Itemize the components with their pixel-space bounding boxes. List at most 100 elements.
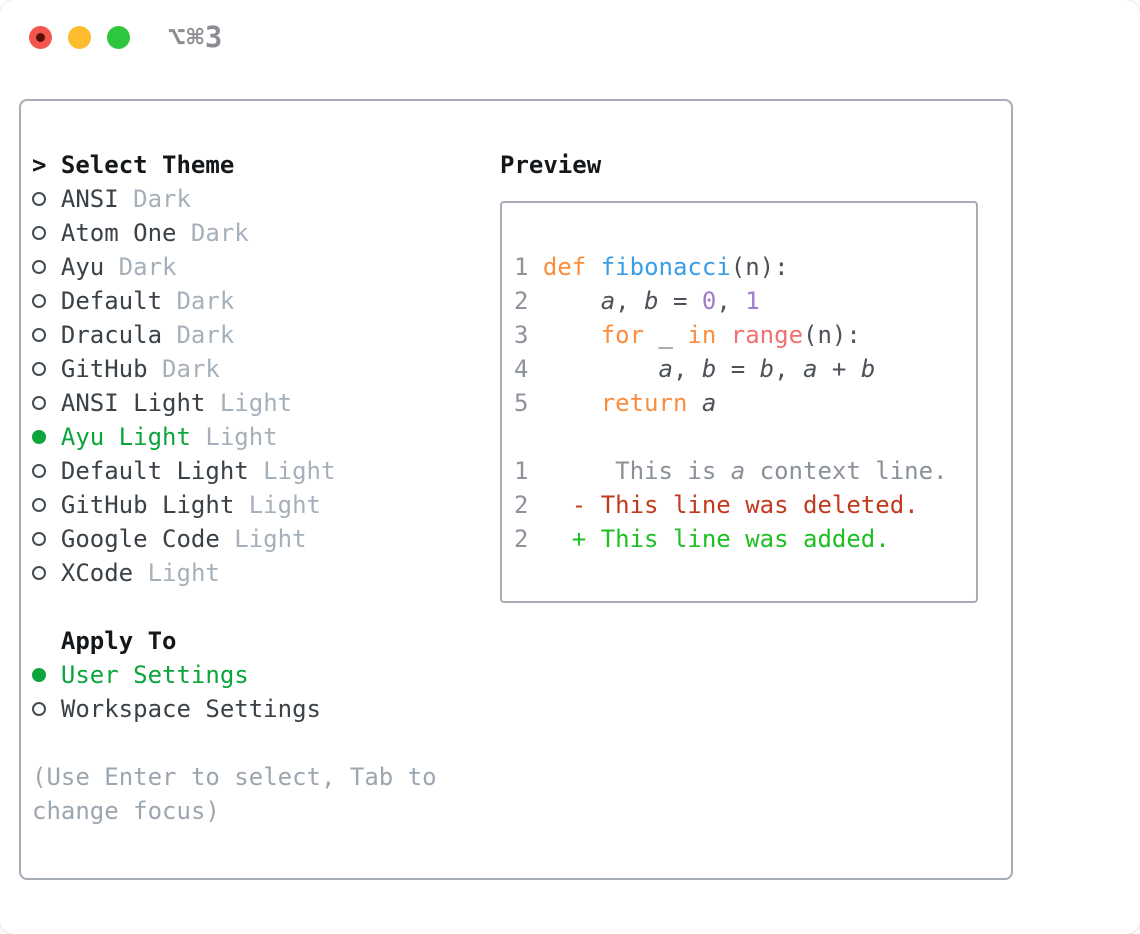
theme-option-ayu[interactable]: Ayu Dark (32, 250, 500, 284)
theme-list: ANSI Dark Atom One Dark Ayu Dark Default… (32, 182, 500, 590)
theme-option-default-light[interactable]: Default Light Light (32, 454, 500, 488)
preview-title: Preview (500, 151, 602, 179)
theme-variant-label: Light (205, 389, 293, 417)
code-token: def (542, 253, 587, 281)
code-token: 1 (745, 287, 760, 315)
code-token: a (600, 287, 616, 315)
radio-icon (32, 250, 46, 284)
code-line: 5 return a (514, 386, 976, 420)
theme-name-label: Ayu (46, 253, 105, 281)
radio-icon (32, 352, 46, 386)
line-number: 1 (514, 457, 529, 485)
code-token: , (615, 287, 645, 315)
apply-options: User Settings Workspace Settings (32, 658, 500, 726)
theme-option-atom-one[interactable]: Atom One Dark (32, 216, 500, 250)
apply-option-label: Workspace Settings (46, 695, 321, 723)
theme-name-label: Atom One (46, 219, 177, 247)
theme-option-xcode[interactable]: XCode Light (32, 556, 500, 590)
theme-option-ansi[interactable]: ANSI Dark (32, 182, 500, 216)
radio-icon (32, 182, 46, 216)
code-token: + (817, 355, 861, 383)
theme-variant-label: Dark (162, 321, 235, 349)
code-line: 3 for _ in range(n): (514, 318, 976, 352)
radio-icon (32, 692, 46, 726)
minimize-button[interactable] (68, 25, 91, 49)
code-token (543, 389, 601, 417)
code-token: _ (644, 321, 688, 349)
code-token: context line. (745, 457, 948, 485)
theme-option-default[interactable]: Default Dark (32, 284, 500, 318)
code-token: a (658, 355, 673, 383)
theme-variant-label: Light (190, 423, 278, 451)
radio-icon (32, 420, 46, 454)
code-line: 1 def fibonacci(n): (514, 250, 976, 284)
zoom-button[interactable] (107, 25, 130, 49)
theme-name-label: GitHub (46, 355, 148, 383)
line-number: 4 (514, 355, 529, 383)
line-number: 5 (514, 389, 529, 417)
code-token: + This line was added. (542, 525, 890, 553)
code-token: range (730, 321, 804, 349)
code-token: This is (542, 457, 731, 485)
code-token: (n): (730, 253, 789, 281)
theme-option-github[interactable]: GitHub Dark (32, 352, 500, 386)
code-token: , (774, 355, 804, 383)
code-token (543, 287, 601, 315)
theme-picker-title-row: >Select Theme (32, 148, 500, 182)
theme-variant-label: Light (248, 457, 336, 485)
code-line: 1 This is a context line. (514, 454, 976, 488)
code-token: b (701, 355, 717, 383)
theme-picker-column: >Select Theme ANSI Dark Atom One Dark Ay… (32, 148, 500, 878)
code-token: (n): (803, 321, 861, 349)
radio-icon (32, 318, 46, 352)
radio-icon (32, 216, 46, 250)
code-token: a (730, 457, 746, 485)
theme-variant-label: Light (234, 491, 321, 519)
theme-picker-panel: >Select Theme ANSI Dark Atom One Dark Ay… (19, 99, 1013, 880)
code-token (543, 355, 659, 383)
theme-name-label: GitHub Light (46, 491, 235, 519)
theme-variant-label: Dark (162, 287, 235, 315)
line-number: 2 (514, 287, 529, 315)
code-token (687, 389, 701, 417)
apply-option-user-settings[interactable]: User Settings (32, 658, 500, 692)
theme-variant-label: Dark (147, 355, 220, 383)
code-line: 2 - This line was deleted. (514, 488, 976, 522)
code-token (543, 321, 601, 349)
code-token: fibonacci (600, 253, 731, 281)
radio-icon (32, 454, 46, 488)
theme-name-label: XCode (46, 559, 134, 587)
apply-option-label: User Settings (46, 661, 249, 689)
code-token: b (860, 355, 876, 383)
code-token: a (803, 355, 818, 383)
code-token: , (716, 287, 746, 315)
code-token: 0 (701, 287, 717, 315)
preview-column: Preview 1 def fibonacci(n):2 a, b = 0, 1… (500, 148, 993, 878)
theme-option-google-code[interactable]: Google Code Light (32, 522, 500, 556)
theme-option-ansi-light[interactable]: ANSI Light Light (32, 386, 500, 420)
theme-option-dracula[interactable]: Dracula Dark (32, 318, 500, 352)
code-token: b (759, 355, 775, 383)
theme-name-label: Dracula (46, 321, 163, 349)
radio-icon (32, 522, 46, 556)
spacer-row (32, 726, 500, 760)
code-line: 4 a, b = b, a + b (514, 352, 976, 386)
radio-icon (32, 488, 46, 522)
radio-icon (32, 658, 46, 692)
code-token: = (658, 287, 702, 315)
apply-to-title: Apply To (60, 627, 177, 655)
code-line (514, 420, 976, 454)
apply-option-workspace-settings[interactable]: Workspace Settings (32, 692, 500, 726)
theme-variant-label: Light (133, 559, 220, 587)
window-shortcut-label: ⌥⌘3 (168, 20, 224, 54)
code-token: , (672, 355, 702, 383)
theme-option-github-light[interactable]: GitHub Light Light (32, 488, 500, 522)
code-token: return (600, 389, 688, 417)
theme-option-ayu-light[interactable]: Ayu Light Light (32, 420, 500, 454)
close-button[interactable] (29, 25, 52, 49)
theme-variant-label: Light (219, 525, 307, 553)
title-bar: ⌥⌘3 (0, 0, 1140, 74)
